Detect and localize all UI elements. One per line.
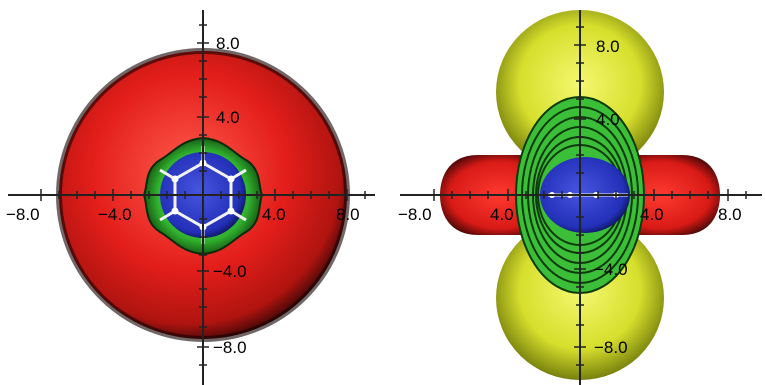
right-y-label-neg4: −4.0 (594, 260, 628, 279)
right-x-label-neg8: −8.0 (398, 205, 432, 224)
left-x-label-pos8: 8.0 (336, 205, 360, 224)
left-x-label-pos4: 4.0 (262, 205, 286, 224)
right-ticks (433, 26, 747, 366)
right-y-label-pos4: 4.0 (596, 110, 620, 129)
left-ticks (40, 24, 366, 366)
left-x-label-neg4: −4.0 (98, 205, 132, 224)
right-axes (400, 10, 762, 385)
right-y-label-pos8: 8.0 (596, 37, 620, 56)
left-y-label-neg4: −4.0 (213, 262, 247, 281)
left-y-label-neg8: −8.0 (213, 338, 247, 357)
left-x-label-neg8: −8.0 (6, 205, 40, 224)
right-panel: 8.0 4.0 −4.0 −8.0 −8.0 4.0 4.0 8.0 (398, 10, 762, 385)
right-x-label-neg4: 4.0 (490, 205, 514, 224)
right-y-label-neg8: −8.0 (594, 338, 628, 357)
left-panel: 8.0 4.0 −4.0 −8.0 −8.0 −4.0 4.0 8.0 (6, 10, 375, 385)
right-x-label-pos8: 8.0 (718, 205, 742, 224)
left-atoms (171, 159, 235, 231)
left-y-label-pos8: 8.0 (216, 34, 240, 53)
left-axes (8, 10, 375, 385)
left-y-label-pos4: 4.0 (216, 108, 240, 127)
right-x-label-pos4: 4.0 (640, 205, 664, 224)
